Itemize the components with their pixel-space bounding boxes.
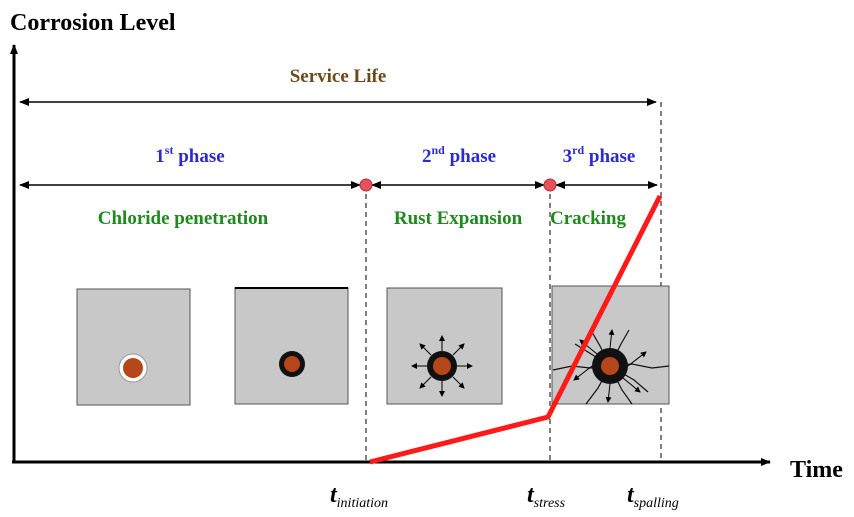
corrosion-curve — [369, 194, 663, 465]
time-marker-spalling-subscript: spalling — [634, 496, 679, 511]
phase-suffix-3: rd — [572, 143, 584, 157]
stage-rust-expansion — [386, 287, 503, 405]
phase-ordinal-2: 2 — [422, 146, 432, 167]
stage-corrosion-initiated — [234, 287, 349, 405]
phase-ordinal-3: 3 — [563, 146, 573, 167]
phase-description-2: Rust Expansion — [394, 208, 523, 229]
phase-label-1: 1st phase — [155, 143, 224, 167]
stage-no-corrosion — [76, 288, 191, 406]
time-marker-spalling: tspalling — [627, 482, 679, 511]
phase-word-1: phase — [178, 146, 224, 167]
time-marker-spalling-symbol: t — [627, 482, 635, 508]
phase-suffix-2: nd — [431, 143, 445, 157]
y-axis-label: Corrosion Level — [10, 10, 176, 36]
time-marker-stress: tstress — [527, 482, 566, 511]
phase-ordinal-1: 1 — [155, 146, 165, 167]
service-life-label: Service Life — [290, 66, 387, 87]
phase-description-1: Chloride penetration — [98, 208, 269, 229]
marker-initiation — [359, 178, 373, 192]
phase-description-3: Cracking — [550, 208, 627, 229]
phase-label-3: 3rd phase — [563, 143, 636, 167]
phase-suffix-1: st — [165, 143, 174, 157]
time-marker-stress-subscript: stress — [534, 496, 566, 511]
phase-word-2: phase — [450, 146, 496, 167]
time-marker-initiation-subscript: initiation — [337, 496, 388, 511]
marker-stress — [543, 178, 557, 192]
time-marker-initiation: tinitiation — [330, 482, 388, 511]
stage-cracking — [551, 285, 670, 405]
phase-label-2: 2nd phase — [422, 143, 496, 167]
x-axis-label: Time — [790, 457, 843, 483]
time-marker-stress-symbol: t — [527, 482, 535, 508]
phase-word-3: phase — [589, 146, 635, 167]
time-marker-initiation-symbol: t — [330, 482, 338, 508]
